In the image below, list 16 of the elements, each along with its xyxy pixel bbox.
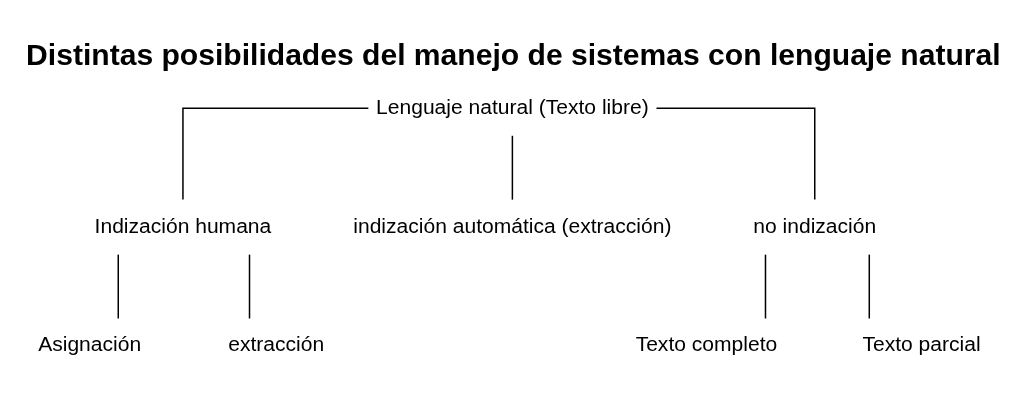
node-text: Asignación xyxy=(38,332,142,356)
connector xyxy=(182,107,370,201)
node-text: indización automática (extracción) xyxy=(353,213,672,237)
connector xyxy=(868,253,871,320)
node-text: no indización xyxy=(753,213,877,237)
connector xyxy=(248,253,251,320)
connector xyxy=(655,107,816,201)
node-text: Lenguaje natural (Texto libre) xyxy=(376,94,649,118)
node-text: Texto completo xyxy=(635,332,778,356)
node-text: extracción xyxy=(228,332,325,356)
connector xyxy=(764,253,767,320)
connector xyxy=(511,135,514,201)
node-text: Texto parcial xyxy=(862,332,981,356)
connector xyxy=(117,253,119,320)
node-text: Indización humana xyxy=(94,213,272,237)
diagram-title: Distintas posibilidades del manejo de sistemas con lenguaje natural xyxy=(26,37,1001,71)
